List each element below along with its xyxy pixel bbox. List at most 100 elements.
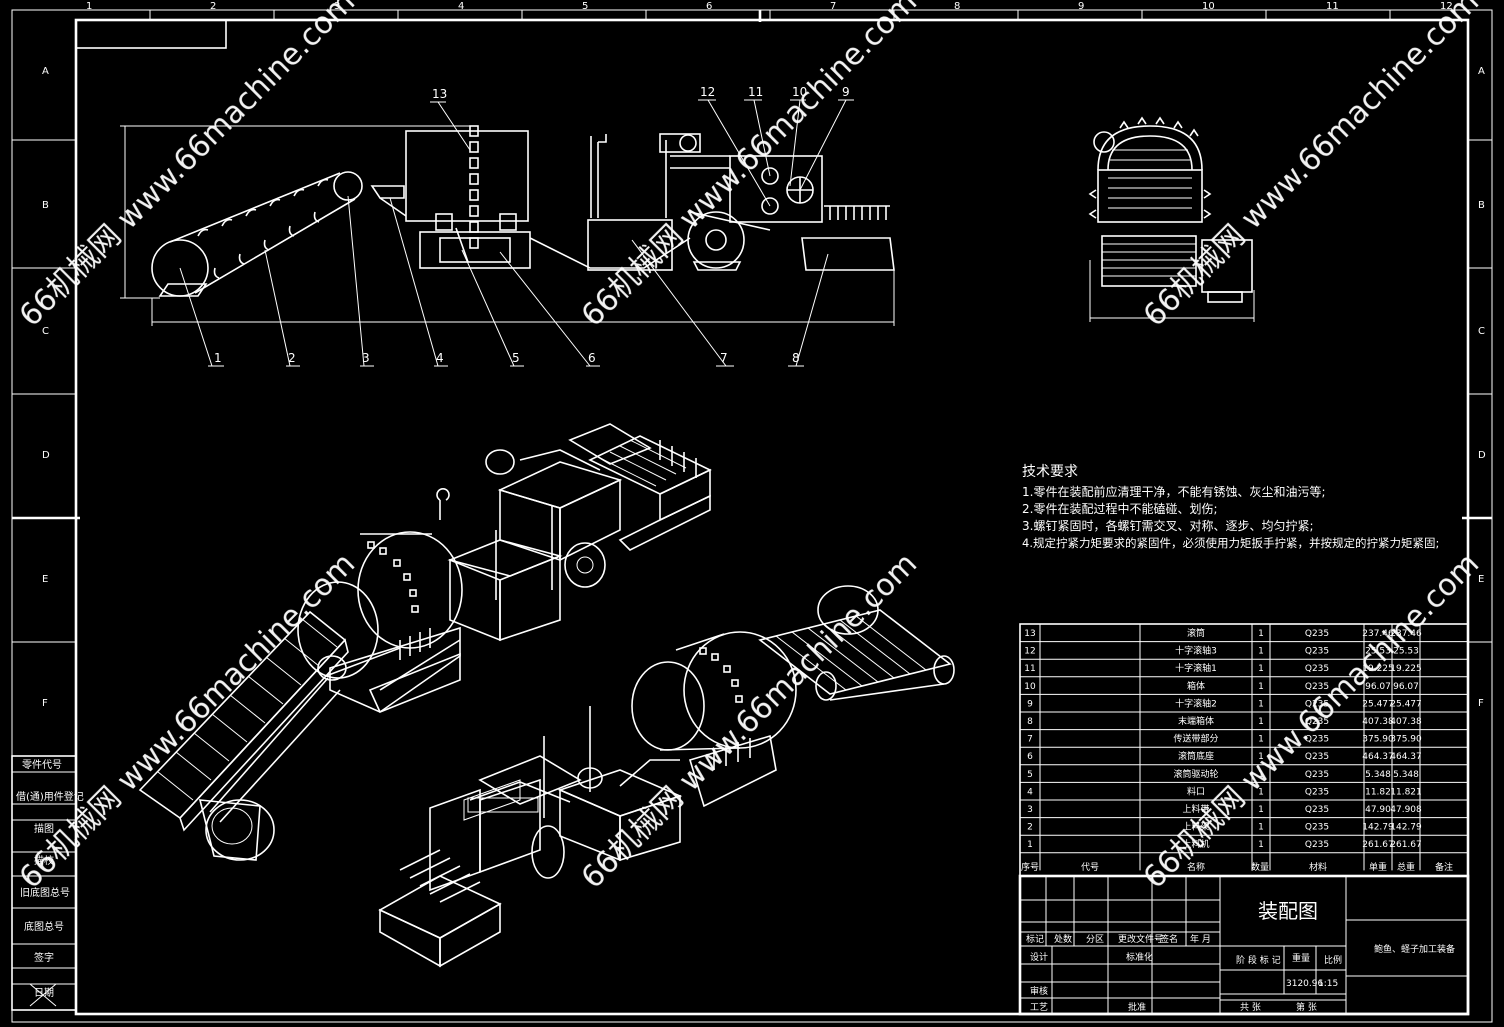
bom-cell-mat: Q235: [1305, 840, 1329, 850]
grid-row-label: D: [42, 450, 50, 461]
bom-cell-total: 142.79: [1390, 823, 1422, 833]
strip-borrow: 借(通)用件登记: [16, 790, 84, 803]
bom-cell-name: 箱体: [1187, 680, 1205, 692]
callout-13: 13: [432, 87, 447, 101]
bom-cell-name: 滚筒: [1187, 627, 1205, 639]
bom-cell-mat: Q235: [1305, 664, 1329, 674]
bom-cell-name: 料口: [1187, 785, 1205, 797]
bom-header: 序号 代号 名称 数量 材料 单重 总重 备注: [1021, 861, 1453, 873]
product-name: 鲍鱼、蛏子加工装备: [1374, 943, 1455, 955]
grid-row-label: A: [1478, 66, 1485, 77]
bom-cell-total: 261.67: [1390, 840, 1422, 850]
bom-cell-name: 十字滚轴1: [1175, 662, 1217, 674]
bom-cell-mat: Q235: [1305, 752, 1329, 762]
callout-5: 5: [512, 351, 520, 365]
callout-4: 4: [436, 351, 444, 365]
callout-6: 6: [588, 351, 596, 365]
bom-cell-name: 十字滚轴2: [1175, 697, 1217, 709]
grid-row-label: A: [42, 66, 49, 77]
callout-2: 2: [288, 351, 296, 365]
tech-line-1: 1.零件在装配前应清理干净，不能有锈蚀、灰尘和油污等;: [1022, 484, 1326, 499]
bom-cell-no: 9: [1027, 699, 1033, 709]
bom-header-mat: 材料: [1309, 861, 1327, 873]
watermark-text: 66机械网 www.66machine.com: [13, 546, 362, 895]
bom-cell-unit: 25.477: [1362, 699, 1394, 709]
tech-requirements: 技术要求 1.零件在装配前应清理干净，不能有锈蚀、灰尘和油污等; 2.零件在装配…: [1022, 464, 1439, 550]
tb-date: 年 月: [1190, 933, 1211, 945]
bom-cell-mat: Q235: [1305, 823, 1329, 833]
iso-view-1: [138, 423, 712, 861]
bom-cell-unit: 237.46: [1362, 629, 1394, 639]
tb-sheets: 共 张: [1240, 1002, 1261, 1013]
bom-cell-no: 7: [1027, 735, 1033, 745]
tb-sheet: 第 张: [1296, 1001, 1317, 1013]
bom-cell-unit: 142.79: [1362, 823, 1394, 833]
watermark-text: 66机械网 www.66machine.com: [575, 0, 924, 334]
tb-std: 标准化: [1126, 951, 1153, 963]
callout-7: 7: [720, 351, 728, 365]
bom-cell-unit: 96.07: [1365, 682, 1391, 692]
bom-cell-unit: 11.82: [1365, 787, 1391, 797]
grid-row-label: F: [42, 698, 48, 709]
bom-cell-qty: 1: [1258, 805, 1264, 815]
title-block: 装配图 鲍鱼、蛏子加工装备 标记 处数 分区 更改文件号 签名 年 月 设计 标…: [1018, 874, 1470, 1016]
side-view: [1088, 116, 1255, 322]
bom-cell-no: 4: [1027, 787, 1033, 797]
grid-col-label: 2: [210, 1, 216, 12]
strip-part-code: 零件代号: [22, 759, 62, 771]
strip-base: 底图总号: [24, 920, 64, 933]
bom-cell-unit: 464.37: [1362, 752, 1394, 762]
bom-cell-unit: 375.90: [1362, 735, 1394, 745]
bom-cell-qty: 1: [1258, 664, 1264, 674]
tb-stage: 阶 段 标 记: [1236, 954, 1281, 966]
strip-trace: 描图: [34, 822, 54, 835]
grid-col-label: 11: [1326, 1, 1339, 12]
grid-col-label: 6: [706, 1, 712, 12]
tech-title: 技术要求: [1022, 464, 1078, 480]
bom-cell-qty: 1: [1258, 735, 1264, 745]
tech-line-4: 4.规定拧紧力矩要求的紧固件，必须使用力矩扳手拧紧，并按规定的拧紧力矩紧固;: [1022, 536, 1439, 550]
bom-header-no: 序号: [1021, 861, 1039, 873]
bom-cell-total: 375.90: [1390, 735, 1422, 745]
bom-cell-name: 十字滚轴3: [1175, 645, 1217, 657]
tb-doc: 更改文件号: [1118, 933, 1163, 945]
tb-zone: 分区: [1086, 934, 1104, 945]
bom-cell-name: 滚筒驱动轮: [1173, 768, 1218, 780]
bom-cell-mat: Q235: [1305, 647, 1329, 657]
bom-cell-unit: 407.38: [1362, 717, 1394, 727]
watermark-text: 66机械网 www.66machine.com: [575, 546, 924, 895]
callout-9: 9: [842, 85, 850, 99]
left-strip: 零件代号 借(通)用件登记 描图 描校 旧底图总号 底图总号 签字 日期: [11, 755, 84, 1011]
bom-cell-mat: Q235: [1305, 629, 1329, 639]
bom-cell-no: 3: [1027, 805, 1033, 815]
bom-cell-qty: 1: [1258, 840, 1264, 850]
grid-row-label: C: [42, 326, 49, 337]
bom-cell-name: 滚筒底座: [1178, 750, 1214, 762]
bom-cell-unit: 47.90: [1365, 805, 1391, 815]
bom-cell-name: 传送带部分: [1173, 733, 1218, 745]
bom-cell-total: 237.46: [1390, 629, 1422, 639]
iso-view-2: [378, 585, 955, 968]
bom-cell-no: 6: [1027, 752, 1033, 762]
bom-cell-no: 11: [1024, 664, 1035, 674]
bom-cell-total: 464.37: [1390, 752, 1422, 762]
bom-header-total: 总重: [1397, 861, 1415, 873]
callout-1: 1: [214, 351, 222, 365]
bom-cell-no: 8: [1027, 717, 1033, 727]
bom-cell-no: 2: [1027, 823, 1033, 833]
bom-cell-qty: 1: [1258, 823, 1264, 833]
grid-col-label: 7: [830, 1, 836, 12]
grid-row-label: C: [1478, 326, 1485, 337]
bom-cell-mat: Q235: [1305, 682, 1329, 692]
bom-cell-total: 19.225: [1390, 664, 1422, 674]
tb-scale-value: 1:15: [1318, 979, 1338, 989]
end-box: [801, 237, 895, 271]
bom-header-code: 代号: [1081, 862, 1099, 873]
bom-header-qty: 数量: [1251, 861, 1269, 873]
callout-11: 11: [748, 85, 763, 99]
bom-cell-total: 407.38: [1390, 717, 1422, 727]
tb-design: 设计: [1030, 951, 1048, 963]
bom-cell-mat: Q235: [1305, 805, 1329, 815]
grid-col-label: 4: [458, 1, 464, 12]
